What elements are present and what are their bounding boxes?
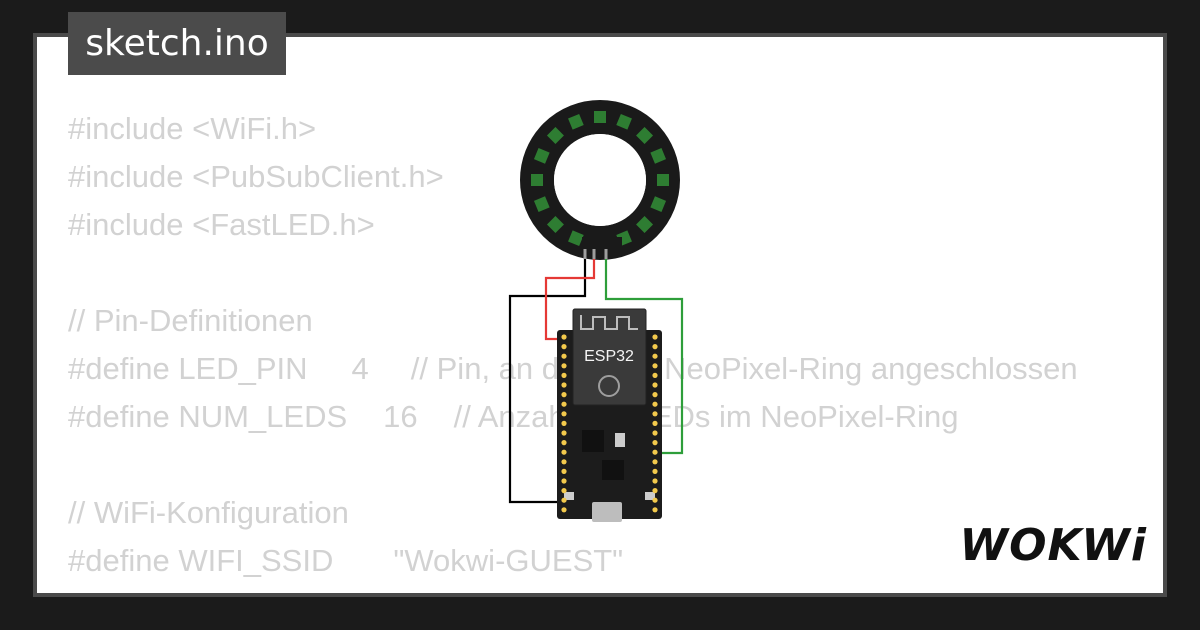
code-line: #include <PubSubClient.h> — [68, 159, 444, 194]
ring-led — [533, 148, 550, 164]
pin-header-left — [561, 334, 567, 513]
board-label: ESP32 — [584, 348, 634, 365]
header-pin — [561, 382, 567, 388]
ring-led — [650, 196, 667, 212]
header-pin — [561, 392, 567, 398]
header-pin — [561, 430, 567, 436]
header-pin — [561, 468, 567, 474]
code-line: #define WIFI_PASSWORD "" — [68, 585, 1078, 593]
ring-led — [568, 113, 584, 130]
file-title: sketch.ino — [68, 12, 286, 75]
preview-panel: #include <WiFi.h> #include <PubSubClient.… — [37, 37, 1163, 593]
wire-red — [544, 254, 596, 341]
code-line: #include <WiFi.h> — [68, 111, 317, 146]
code-line: // WiFi-Konfiguration — [68, 495, 349, 530]
header-pin — [561, 459, 567, 465]
ring-led — [636, 216, 654, 234]
header-pin — [561, 401, 567, 407]
code-token: #define NUM_LEDS — [68, 399, 348, 434]
ring-led — [546, 216, 564, 234]
header-pin — [652, 411, 658, 417]
header-pin — [652, 459, 658, 465]
header-pin — [652, 488, 658, 494]
code-line: #define WIFI_SSID "Wokwi-GUEST" — [68, 537, 1078, 585]
header-pin — [561, 478, 567, 484]
ring-led — [568, 230, 584, 247]
code-token: 16 — [383, 399, 418, 434]
code-preview: #include <WiFi.h> #include <PubSubClient.… — [68, 105, 1078, 593]
header-pin — [652, 401, 658, 407]
esp32-board: ESP32 — [557, 308, 662, 522]
header-pin — [561, 353, 567, 359]
ring-leds — [531, 111, 669, 249]
header-pin — [652, 363, 658, 369]
header-pin — [652, 440, 658, 446]
header-pin — [652, 507, 658, 513]
header-pin — [561, 334, 567, 340]
header-pin — [652, 430, 658, 436]
code-line: #include <FastLED.h> — [68, 207, 375, 242]
ring-led — [636, 126, 654, 144]
header-pin — [561, 372, 567, 378]
header-pin — [561, 344, 567, 350]
header-pin — [652, 382, 658, 388]
header-pin — [561, 507, 567, 513]
wires — [508, 249, 684, 504]
code-token: #define LED_PIN — [68, 351, 308, 386]
header-pin — [652, 344, 658, 350]
header-pin — [652, 497, 658, 503]
header-pin — [652, 449, 658, 455]
header-pin — [652, 392, 658, 398]
ring-led — [650, 148, 667, 164]
wire-black — [508, 254, 587, 504]
header-pin — [561, 411, 567, 417]
ring-led — [533, 196, 550, 212]
code-token: 4 — [351, 351, 369, 386]
pin-header-right — [652, 334, 658, 513]
header-pin — [652, 420, 658, 426]
header-pin — [561, 420, 567, 426]
header-pin — [561, 497, 567, 503]
ring-led — [531, 174, 543, 186]
neopixel-ring — [520, 100, 680, 260]
code-token: #define WIFI_SSID — [68, 543, 334, 578]
header-pin — [561, 363, 567, 369]
header-pin — [652, 334, 658, 340]
header-pin — [652, 372, 658, 378]
header-pin — [561, 488, 567, 494]
header-pin — [561, 440, 567, 446]
header-pin — [652, 468, 658, 474]
ring-led — [594, 111, 606, 123]
ring-led — [546, 126, 564, 144]
header-pin — [561, 449, 567, 455]
header-pin — [652, 478, 658, 484]
circuit-diagram: ESP32 — [508, 100, 684, 522]
ring-led — [657, 174, 669, 186]
code-line: // Pin-Definitionen — [68, 303, 313, 338]
header-pin — [652, 353, 658, 359]
code-token: "Wokwi-GUEST" — [393, 543, 624, 578]
wokwi-logo: WOKWi — [959, 520, 1147, 571]
ring-led — [616, 113, 632, 130]
wire-green — [604, 254, 684, 455]
